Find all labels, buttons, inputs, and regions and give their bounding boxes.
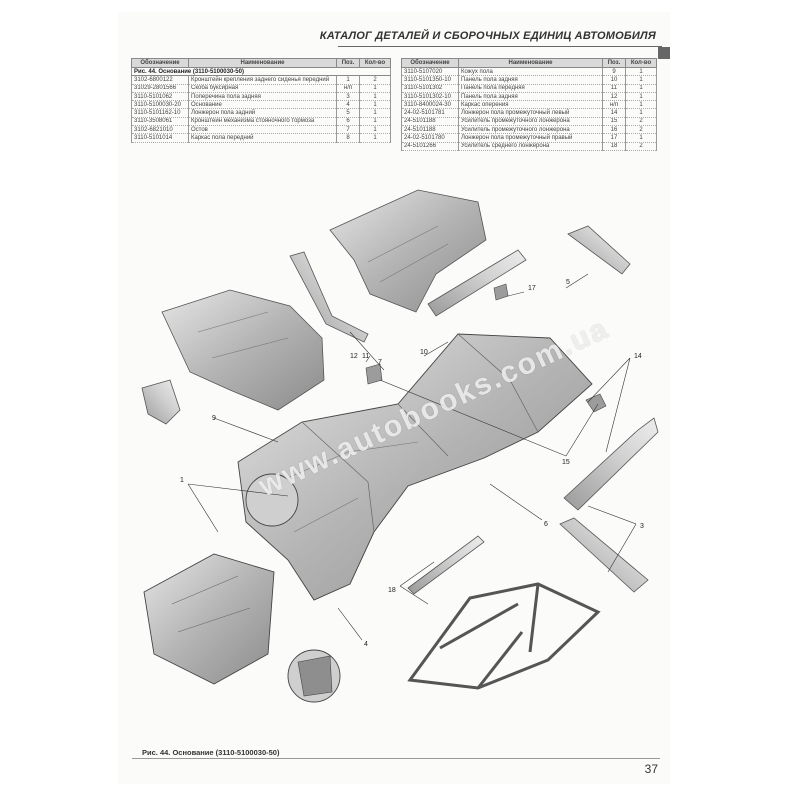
cell-qty: 2 <box>625 125 657 135</box>
parts-table-left: Обозначение Наименование Поз. Кол-во Рис… <box>131 58 391 143</box>
table-header-row: Обозначение Наименование Поз. Кол-во <box>131 58 391 68</box>
header-rule <box>338 46 662 47</box>
cell-qty: 1 <box>625 92 657 102</box>
detail-circle-part <box>245 473 341 703</box>
col-header-qty: Кол-во <box>625 58 657 68</box>
header-marker <box>658 47 670 59</box>
cell-qty: 2 <box>359 75 391 85</box>
cell-qty: 1 <box>625 108 657 118</box>
callout-labels: 1 3 4 5 6 7 8 9 10 11 12 14 15 17 18 <box>180 279 644 648</box>
cell-qty: 1 <box>359 100 391 110</box>
cell-qty: 1 <box>625 67 657 77</box>
floor-frame-part <box>407 582 601 690</box>
page-header: КАТАЛОГ ДЕТАЛЕЙ И СБОРОЧНЫХ ЕДИНИЦ АВТОМ… <box>118 20 670 59</box>
leader-lines <box>187 273 637 641</box>
callout-6: 6 <box>544 521 548 528</box>
callout-15: 15 <box>562 459 570 466</box>
callout-9: 9 <box>212 415 216 422</box>
base-assembly-part <box>237 333 593 601</box>
intermediate-member-left-part <box>563 417 659 511</box>
callout-18: 18 <box>388 587 396 594</box>
table-section-row: Рис. 44. Основание (3110-5100030-50) <box>131 67 391 77</box>
frame-strip-part <box>289 251 369 343</box>
callout-17: 17 <box>528 285 536 292</box>
exploded-view-diagram: 1 3 4 5 6 7 8 9 10 11 12 14 15 17 18 <box>141 189 659 703</box>
caption-rule <box>132 758 660 759</box>
center-member-reinforcement-part <box>407 535 485 595</box>
table-header-row: Обозначение Наименование Поз. Кол-во <box>401 58 657 68</box>
cell-qty: 1 <box>359 84 391 93</box>
cell-qty: 1 <box>625 84 657 93</box>
cell-qty: 1 <box>625 75 657 85</box>
cell-qty: 2 <box>625 142 657 151</box>
callout-10: 10 <box>420 349 428 356</box>
rear-floor-panel-part <box>329 189 487 313</box>
front-floor-panel-part <box>161 289 325 411</box>
cell-qty: 1 <box>625 100 657 110</box>
callout-7: 7 <box>378 359 382 366</box>
cell-qty: 1 <box>359 108 391 118</box>
cell-qty: 1 <box>359 117 391 127</box>
callout-4: 4 <box>364 641 368 648</box>
front-floor-frame-part <box>143 553 275 685</box>
member-reinforcement-part <box>365 283 607 413</box>
cell-qty: 2 <box>625 117 657 127</box>
cell-qty: 1 <box>625 133 657 143</box>
callout-1: 1 <box>180 477 184 484</box>
col-header-qty: Кол-во <box>359 58 391 68</box>
rear-member-part <box>567 225 631 275</box>
parts-table-right: Обозначение Наименование Поз. Кол-во 311… <box>401 58 657 151</box>
callout-11: 11 <box>362 353 369 360</box>
figure-caption: Рис. 44. Основание (3110-5100030-50) <box>142 748 280 757</box>
floor-cover-part <box>141 379 181 425</box>
cell-qty: 1 <box>359 125 391 135</box>
page-header-title: КАТАЛОГ ДЕТАЛЕЙ И СБОРОЧНЫХ ЕДИНИЦ АВТОМ… <box>319 30 656 42</box>
catalog-page: КАТАЛОГ ДЕТАЛЕЙ И СБОРОЧНЫХ ЕДИНИЦ АВТОМ… <box>118 12 670 784</box>
page-number: 37 <box>644 762 658 776</box>
callout-12: 12 <box>350 353 358 360</box>
section-title: Рис. 44. Основание (3110-5100030-50) <box>131 67 391 77</box>
callout-14: 14 <box>634 353 642 360</box>
cell-qty: 1 <box>359 133 391 143</box>
callout-3: 3 <box>640 523 644 530</box>
callout-5: 5 <box>566 279 570 286</box>
cell-qty: 1 <box>359 92 391 102</box>
intermediate-member-right-part <box>427 249 527 317</box>
rear-crossmember-part <box>559 517 649 593</box>
